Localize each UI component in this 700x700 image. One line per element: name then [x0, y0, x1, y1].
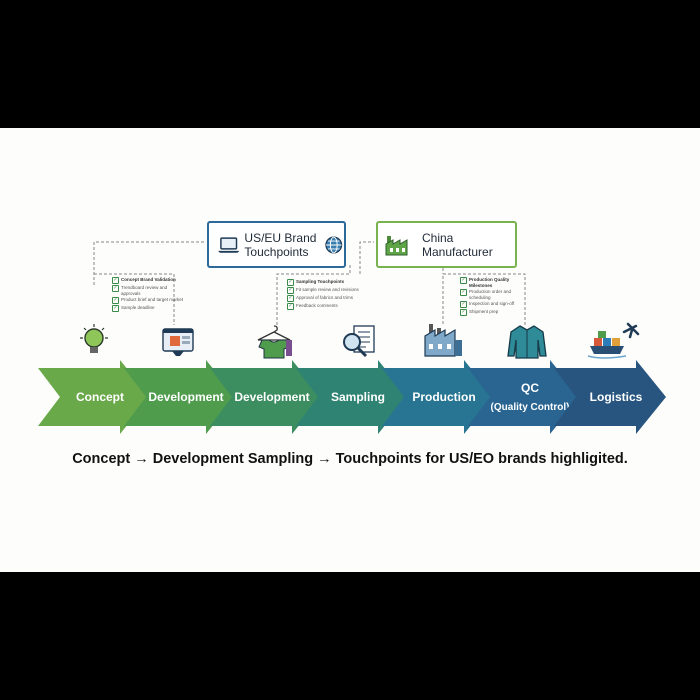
note-line: Fit sample review and revisions — [296, 287, 359, 292]
stage-arrow-3 — [210, 360, 322, 434]
stage-arrow-1 — [38, 360, 150, 434]
diagram-caption: Concept → Development Sampling → Touchpo… — [72, 451, 628, 467]
note-line: Approval of fabrics and trims — [296, 295, 354, 300]
magnifier-document-icon — [343, 325, 375, 358]
stage-sublabel: (Quality Control) — [491, 402, 570, 413]
note-line: Trendboard review and approvals — [121, 285, 168, 296]
note-line: Inspection and sign-off — [469, 301, 515, 306]
connector-sampling-brand — [276, 263, 351, 325]
process-arrows: Concept Development Development Sampling Pro… — [38, 360, 666, 434]
china-manufacturer-label: China Manufacturer — [422, 230, 493, 259]
connector-mfr — [359, 241, 374, 274]
stage-label: Development — [148, 390, 223, 404]
stage-arrow-2 — [124, 360, 236, 434]
diagram-svg: Concept Development Development Sampling Pro… — [38, 241, 666, 434]
globe-icon — [325, 236, 343, 253]
china-manufacturer-box: China Manufacturer — [376, 221, 517, 268]
brand-touchpoints-label: US/EU Brand Touchpoints — [244, 230, 317, 259]
stage-label: Production — [412, 390, 475, 404]
note-title: Concept Brand Validation — [121, 277, 176, 282]
connector-concept-brand — [93, 241, 205, 285]
ship-plane-icon — [587, 322, 640, 359]
stage-label: QC — [521, 381, 539, 395]
note-line: Product brief and target market — [121, 297, 184, 302]
stage-label: Sampling — [331, 390, 385, 404]
lightbulb-icon — [80, 324, 108, 353]
garment-hanger-icon — [257, 325, 292, 359]
brand-touchpoints-box: US/EU Brand Touchpoints — [207, 221, 346, 268]
note-line: Shipment prep — [469, 309, 499, 314]
connector-production-qc — [442, 273, 526, 325]
note-title: Sampling Touchpoints — [296, 279, 345, 284]
note-line: Production order and scheduling — [469, 289, 512, 300]
laptop-icon — [217, 236, 240, 253]
stage-arrow-5 — [382, 360, 494, 434]
note-line: Feedback comments — [296, 303, 338, 308]
stage-arrow-4 — [296, 360, 408, 434]
sampling-checklist-note: ✓Sampling Touchpoints ✓Fit sample review… — [287, 279, 359, 310]
stage-arrow-7 — [554, 360, 666, 434]
factory-icon — [424, 324, 462, 357]
concept-checklist-note: ✓Concept Brand Validation ✓Trendboard re… — [112, 277, 184, 312]
stage-icons — [80, 322, 640, 359]
production-checklist-note: ✓Production Quality Milestones ✓Producti… — [460, 277, 532, 317]
jacket-icon — [507, 325, 547, 359]
design-screen-icon — [162, 328, 194, 356]
connector-lines — [93, 241, 526, 325]
process-diagram: Concept Development Development Sampling Pro… — [0, 128, 700, 572]
stage-arrow-6 — [468, 360, 580, 434]
stage-label: Development — [234, 390, 309, 404]
factory-building-icon — [385, 235, 408, 255]
note-title: Production Quality Milestones — [469, 277, 510, 288]
note-line: Sample deadline — [121, 305, 155, 310]
connector-concept-development — [94, 273, 175, 325]
stage-label: Concept — [76, 390, 124, 404]
stage-label: Logistics — [590, 390, 643, 404]
